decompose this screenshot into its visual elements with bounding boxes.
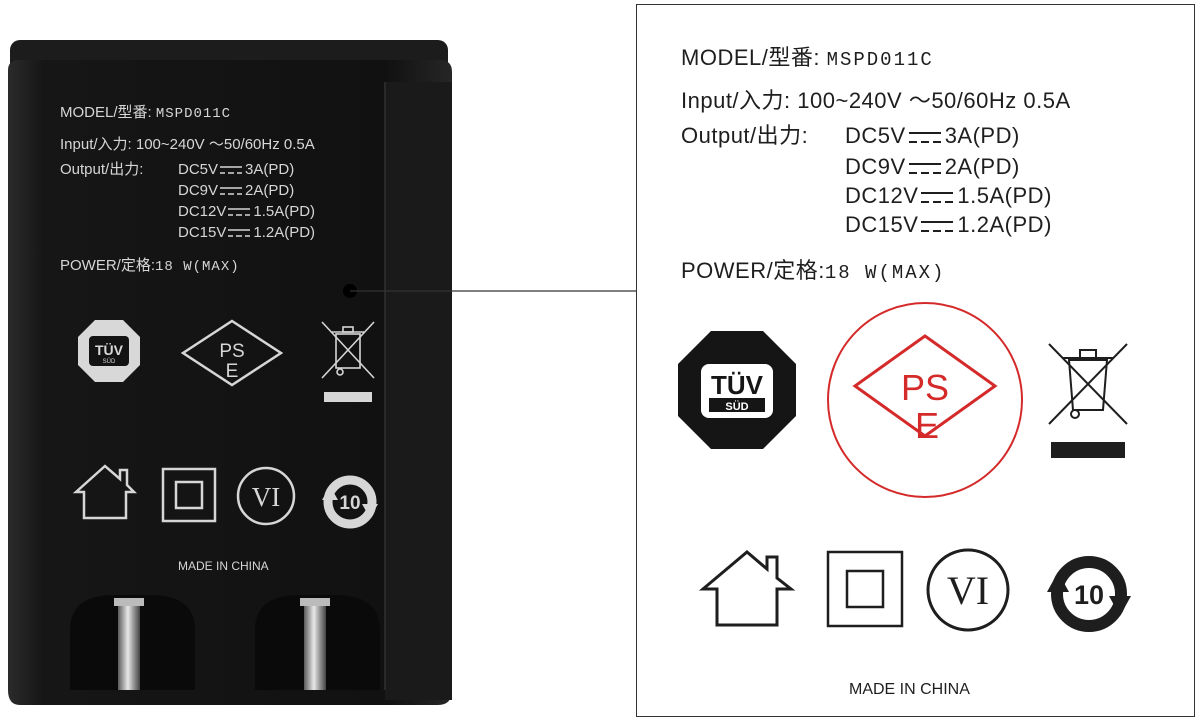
efficiency-vi-icon: VI [926, 548, 1010, 632]
right-output-row-3: DC12V 1.5A(PD) [845, 182, 1052, 210]
right-output-row-2: DC9V 2A(PD) [845, 153, 1020, 181]
charger-photo: MODEL/型番: MSPD011C Input/入力: 100~240V ～5… [0, 0, 470, 725]
right-power-line: POWER/定格:18 W(MAX) [681, 257, 945, 287]
left-model-value: MSPD011C [155, 106, 232, 122]
dc-symbol-icon [908, 162, 941, 174]
pse-icon: PS E [827, 302, 1023, 498]
right-output-voltage: DC12V [845, 183, 919, 208]
right-power-value: 18 W(MAX) [824, 262, 946, 284]
left-output-row-4: DC15V 1.2A(PD) [178, 223, 315, 243]
left-output-row-1: DC5V 3A(PD) [178, 160, 294, 180]
vi-text: VI [947, 568, 989, 613]
left-power-line: POWER/定格:18 W(MAX) [60, 256, 240, 277]
indoor-use-house-icon [72, 464, 138, 520]
left-output-row-2: DC9V 2A(PD) [178, 181, 294, 201]
tuv-text: TÜV [95, 342, 124, 358]
left-output-current: 3A(PD) [245, 161, 295, 178]
vi-text: VI [252, 482, 281, 512]
right-made-in: MADE IN CHINA [849, 681, 970, 698]
left-output-voltage: DC12V [178, 203, 227, 220]
double-insulation-icon [826, 550, 904, 628]
double-insulation-icon [161, 467, 217, 523]
pse-top-text: PS [901, 367, 949, 408]
left-model-prefix: MODEL/型番: [60, 104, 156, 121]
left-input-line: Input/入力: 100~240V ～50/60Hz 0.5A [60, 136, 315, 153]
right-output-row-1: DC5V 3A(PD) [845, 122, 1020, 150]
right-power-prefix: POWER/定格: [681, 258, 825, 283]
right-output-voltage: DC9V [845, 154, 906, 179]
right-output-voltage: DC15V [845, 212, 919, 237]
right-output-current: 2A(PD) [944, 154, 1020, 179]
dc-symbol-icon [220, 166, 243, 174]
pse-icon: PS E [180, 319, 284, 387]
left-output-voltage: DC5V [178, 161, 219, 178]
right-output-current: 3A(PD) [944, 123, 1020, 148]
right-model-line: MODEL/型番: MSPD011C [681, 44, 934, 74]
left-output-current: 1.5A(PD) [253, 203, 316, 220]
right-output-current: 1.5A(PD) [957, 183, 1052, 208]
right-model-prefix: MODEL/型番: [681, 45, 827, 70]
recycle-10-icon: 10 [1047, 556, 1131, 632]
efficiency-vi-icon: VI [236, 466, 296, 526]
left-made-in: MADE IN CHINA [178, 559, 269, 573]
pse-bottom-text: E [226, 361, 239, 382]
right-output-prefix: Output/出力: [681, 123, 809, 148]
pse-top-text: PS [219, 341, 244, 362]
left-output-voltage: DC15V [178, 224, 227, 241]
recycle-number-text: 10 [339, 493, 360, 514]
recycle-10-icon: 10 [322, 475, 378, 529]
right-output-row-4: DC15V 1.2A(PD) [845, 211, 1052, 239]
left-power-prefix: POWER/定格: [60, 257, 156, 274]
zoomed-label-panel: MODEL/型番: MSPD011C Input/入力: 100~240V ～5… [636, 4, 1195, 717]
sud-text: SÜD [725, 400, 748, 413]
weee-bin-icon [1048, 343, 1128, 458]
right-output-voltage: DC5V [845, 123, 906, 148]
dc-symbol-icon [220, 187, 243, 195]
right-input-line: Input/入力: 100~240V ～50/60Hz 0.5A [681, 88, 1071, 113]
dc-symbol-icon [228, 208, 251, 216]
dc-symbol-icon [921, 191, 954, 203]
weee-bin-icon [321, 321, 375, 402]
right-output-current: 1.2A(PD) [957, 212, 1052, 237]
dc-symbol-icon [908, 131, 941, 143]
recycle-number-text: 10 [1074, 580, 1104, 610]
sud-text: SÜD [103, 358, 116, 365]
left-output-row-3: DC12V 1.5A(PD) [178, 202, 315, 222]
tuv-sud-icon: TÜV SÜD [78, 320, 140, 382]
left-output-current: 1.2A(PD) [253, 224, 316, 241]
indoor-use-house-icon [698, 550, 796, 627]
left-output-prefix: Output/出力: [60, 161, 144, 178]
left-output-voltage: DC9V [178, 182, 219, 199]
dc-symbol-icon [228, 229, 251, 237]
left-power-value: 18 W(MAX) [155, 259, 240, 275]
left-model-line: MODEL/型番: MSPD011C [60, 103, 231, 124]
left-output-current: 2A(PD) [245, 182, 295, 199]
dc-symbol-icon [921, 220, 954, 232]
tuv-sud-icon: TÜV SÜD [678, 331, 796, 449]
tuv-text: TÜV [711, 370, 764, 400]
pse-bottom-text: E [915, 405, 939, 446]
right-model-value: MSPD011C [826, 49, 934, 71]
